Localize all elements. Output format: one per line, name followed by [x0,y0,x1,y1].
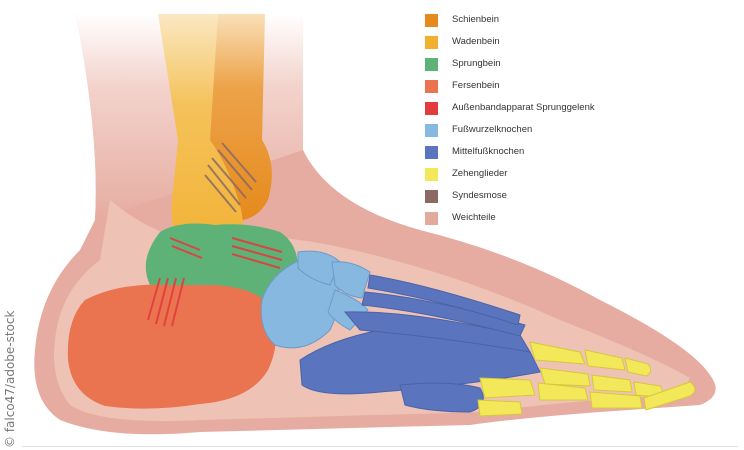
legend-item-schienbein: Schienbein [425,12,725,34]
legend-item-syndesmose: Syndesmose [425,188,725,210]
legend-swatch-weichteile [425,212,438,225]
legend-swatch-aussenband [425,102,438,115]
legend-swatch-sprungbein [425,58,438,71]
legend-label-wadenbein: Wadenbein [452,36,500,47]
legend-swatch-schienbein [425,14,438,27]
legend-label-fersenbein: Fersenbein [452,80,500,91]
legend-swatch-fusswurzel [425,124,438,137]
legend-item-zehenglieder: Zehenglieder [425,166,725,188]
legend-label-sprungbein: Sprungbein [452,58,501,69]
legend-label-schienbein: Schienbein [452,14,499,25]
legend-swatch-mittelfuss [425,146,438,159]
legend-item-weichteile: Weichteile [425,210,725,232]
legend-swatch-wadenbein [425,36,438,49]
legend-item-wadenbein: Wadenbein [425,34,725,56]
legend: Schienbein Wadenbein Sprungbein Fersenbe… [425,12,725,232]
legend-label-weichteile: Weichteile [452,212,496,223]
legend-label-aussenband: Außenbandapparat Sprunggelenk [452,102,595,113]
legend-item-mittelfuss: Mittelfußknochen [425,144,725,166]
legend-label-syndesmose: Syndesmose [452,190,507,201]
legend-label-zehenglieder: Zehenglieder [452,168,507,179]
legend-label-mittelfuss: Mittelfußknochen [452,146,524,157]
legend-swatch-fersenbein [425,80,438,93]
legend-swatch-zehenglieder [425,168,438,181]
legend-item-sprungbein: Sprungbein [425,56,725,78]
image-credit: © falco47/adobe-stock [3,311,17,448]
calcaneus-bone [68,285,276,409]
legend-item-fersenbein: Fersenbein [425,78,725,100]
legend-swatch-syndesmose [425,190,438,203]
legend-label-fusswurzel: Fußwurzelknochen [452,124,532,135]
legend-item-fusswurzel: Fußwurzelknochen [425,122,725,144]
frame-bottom-line [22,446,738,447]
legend-item-aussenband: Außenbandapparat Sprunggelenk [425,100,725,122]
